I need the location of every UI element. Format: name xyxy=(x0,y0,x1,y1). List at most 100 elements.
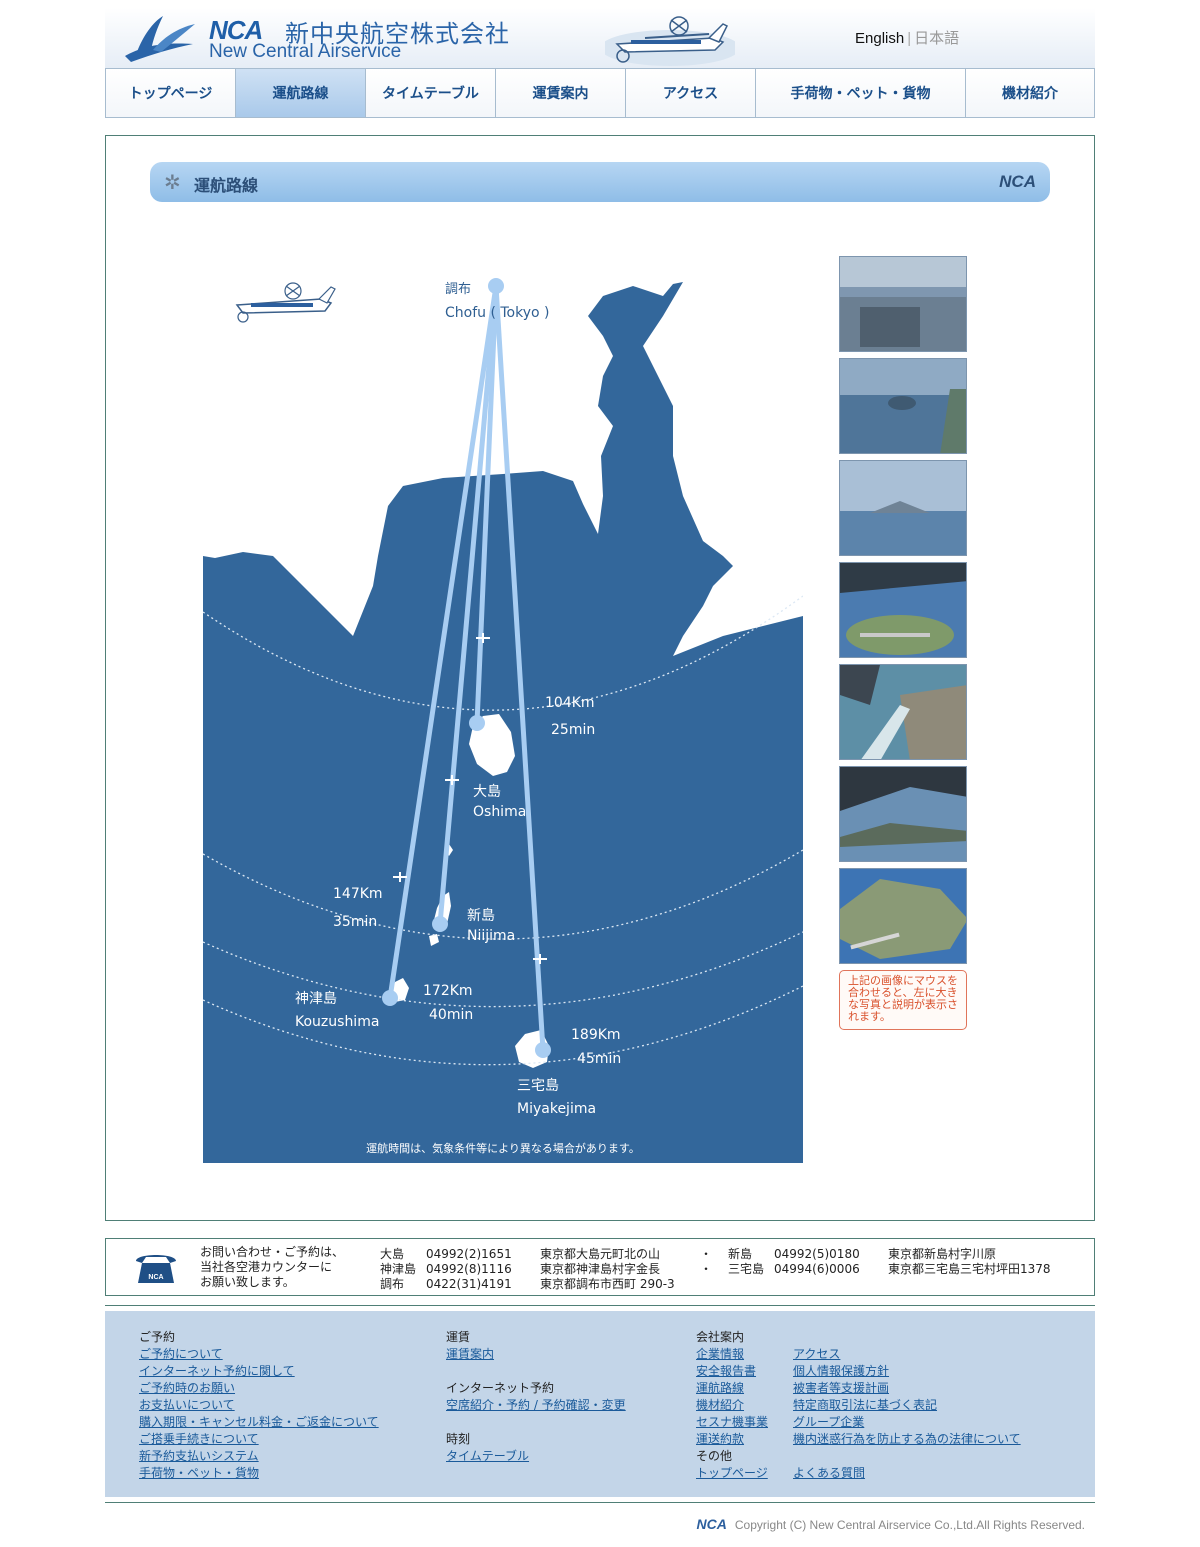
dest-label-jp-oshima: 大島 xyxy=(473,784,501,800)
footer-link[interactable]: よくある質問 xyxy=(793,1466,866,1480)
contact-office: 調布 xyxy=(380,1277,405,1291)
photo-thumbnail[interactable] xyxy=(839,664,967,760)
nav-access[interactable]: アクセス xyxy=(626,69,756,117)
dest-label-jp-niijima: 新島 xyxy=(467,908,495,924)
nav-baggage[interactable]: 手荷物・ペット・貨物 xyxy=(756,69,966,117)
telephone-icon: NCA xyxy=(136,1255,176,1283)
photo-thumbnails: 上記の画像にマウスを合わせると、左に大きな写真と説明が表示されます。 xyxy=(839,256,967,1030)
distance-arc-189 xyxy=(203,985,803,1066)
dest-label-en-miyakejima: Miyakejima xyxy=(517,1101,596,1117)
dest-dot-niijima xyxy=(432,916,448,932)
phone-icon-label: NCA xyxy=(148,1274,163,1281)
footer-link[interactable]: セスナ機事業 xyxy=(696,1415,769,1429)
footer-links: ご予約 ご予約について インターネット予約に関して ご予約時のお願い お支払いに… xyxy=(105,1311,1095,1497)
contact-intro-line: お願い致します。 xyxy=(200,1275,295,1289)
footer-link[interactable]: 新予約支払いシステム xyxy=(139,1449,259,1463)
contact-address: 東京都新島村字川原 xyxy=(888,1247,997,1261)
airplane-illustration-icon xyxy=(605,16,735,66)
footer-link[interactable]: 被害者等支援計画 xyxy=(793,1381,890,1395)
origin-label-en: Chofu ( Tokyo ) xyxy=(445,305,550,321)
bird-logo-icon[interactable] xyxy=(123,12,201,64)
nca-logo-text[interactable]: NCA xyxy=(209,15,263,45)
photo-thumbnail[interactable] xyxy=(839,766,967,862)
nav-routes[interactable]: 運航路線 xyxy=(236,69,366,117)
lang-japanese-link[interactable]: 日本語 xyxy=(914,30,960,47)
contact-box: NCA お問い合わせ・ご予約は、 当社各空港カウンターに お願い致します。 大島… xyxy=(105,1238,1095,1296)
footer-link[interactable]: 手荷物・ペット・貨物 xyxy=(139,1466,260,1480)
page-title: 運航路線 xyxy=(194,176,259,195)
footer-link[interactable]: 安全報告書 xyxy=(696,1364,757,1378)
small-plane-icon xyxy=(533,954,547,964)
photo-thumbnail[interactable] xyxy=(839,562,967,658)
distance-arc-147 xyxy=(203,849,803,940)
footer-link[interactable]: ご予約時のお願い xyxy=(139,1381,236,1395)
footer-link[interactable]: グループ企業 xyxy=(793,1415,865,1429)
photo-thumbnail[interactable] xyxy=(839,256,967,352)
nav-fares[interactable]: 運賃案内 xyxy=(496,69,626,117)
origin-label-jp: 調布 xyxy=(445,282,471,297)
footer-link[interactable]: アクセス xyxy=(793,1347,841,1361)
copyright: NCA Copyright (C) New Central Airservice … xyxy=(697,1516,1085,1532)
footer-link[interactable]: 個人情報保護方針 xyxy=(793,1364,890,1378)
star-icon: ✲ xyxy=(164,170,181,194)
footer-col-company: 会社案内 企業情報 安全報告書 運航路線 機材紹介 セスナ機事業 運送約款 その… xyxy=(696,1329,768,1482)
map-note: 運航時間は、気象条件等により異なる場合があります。 xyxy=(366,1141,640,1155)
contact-address: 東京都三宅島三宅村坪田1378 xyxy=(888,1262,1051,1276)
photo-thumbnail[interactable] xyxy=(839,358,967,454)
contact-intro: お問い合わせ・ご予約は、 当社各空港カウンターに お願い致します。 xyxy=(200,1245,344,1290)
small-plane-icon xyxy=(445,775,459,785)
nav-top-page[interactable]: トップページ xyxy=(106,69,236,117)
contact-office: 新島 xyxy=(728,1247,753,1261)
footer-divider xyxy=(105,1305,1095,1306)
footer-heading: 時刻 xyxy=(446,1432,471,1446)
footer-link[interactable]: 機材紹介 xyxy=(696,1398,745,1412)
contact-tel: 0422(31)4191 xyxy=(426,1277,512,1291)
footer-link[interactable]: 購入期限・キャンセル料金・ご返金について xyxy=(139,1415,379,1429)
nav-aircraft[interactable]: 機材紹介 xyxy=(966,69,1094,117)
airplane-illustration-icon xyxy=(235,282,336,323)
footer-link[interactable]: 運航路線 xyxy=(696,1381,745,1395)
contact-tel: 04994(6)0006 xyxy=(774,1262,860,1276)
photo-thumbnail[interactable] xyxy=(839,460,967,556)
footer-link[interactable]: インターネット予約に関して xyxy=(139,1364,295,1378)
contact-office: 神津島 xyxy=(380,1262,417,1276)
small-plane-icon xyxy=(476,633,490,643)
dest-label-en-kouzushima: Kouzushima xyxy=(295,1014,379,1030)
footer-link[interactable]: お支払いについて xyxy=(139,1398,235,1412)
dest-dot-miyakejima xyxy=(535,1042,551,1058)
contact-bullet: ・ xyxy=(700,1262,713,1276)
page-title-bar: ✲ 運航路線 NCA xyxy=(150,162,1050,202)
footer-link[interactable]: 機内迷惑行為を防止する為の法律について xyxy=(793,1432,1021,1446)
footer-col-company2: アクセス 個人情報保護方針 被害者等支援計画 特定商取引法に基づく表記 グループ… xyxy=(793,1329,1021,1482)
route-distance-kouzushima: 172Km xyxy=(423,983,473,999)
route-line-oshima xyxy=(474,283,499,726)
nca-logo-footer: NCA xyxy=(696,1516,727,1532)
footer-col-reservation: ご予約 ご予約について インターネット予約に関して ご予約時のお願い お支払いに… xyxy=(139,1329,379,1482)
lang-english-link[interactable]: English xyxy=(855,30,905,47)
footer-link[interactable]: 運送約款 xyxy=(696,1432,745,1446)
contact-office: 大島 xyxy=(380,1247,405,1261)
footer-link[interactable]: ご搭乗手続きについて xyxy=(139,1432,259,1446)
footer-link[interactable]: ご予約について xyxy=(139,1347,223,1361)
photo-thumbnail[interactable] xyxy=(839,868,967,964)
route-line-niijima xyxy=(437,283,499,927)
language-switch: English|日本語 xyxy=(855,27,959,48)
footer-link[interactable]: 空席紹介・予約 / 予約確認・変更 xyxy=(446,1398,626,1412)
footer-link[interactable]: タイムテーブル xyxy=(446,1449,530,1463)
copyright-text: Copyright (C) New Central Airservice Co.… xyxy=(734,1518,1085,1532)
footer-link[interactable]: 特定商取引法に基づく表記 xyxy=(793,1398,938,1412)
contact-tel: 04992(8)1116 xyxy=(426,1262,512,1276)
footer-link[interactable]: 運賃案内 xyxy=(446,1347,495,1361)
footer-link[interactable]: トップページ xyxy=(696,1466,768,1480)
thumbnail-hint: 上記の画像にマウスを合わせると、左に大きな写真と説明が表示されます。 xyxy=(839,970,967,1030)
route-distance-oshima: 104Km xyxy=(545,695,595,711)
route-map: 調布 Chofu ( Tokyo ) 104Km 25min 大島 Oshima… xyxy=(203,256,803,1163)
footer-heading: 運賃 xyxy=(446,1330,471,1344)
nav-timetable[interactable]: タイムテーブル xyxy=(366,69,496,117)
route-distance-niijima: 147Km xyxy=(333,886,383,902)
origin-dot xyxy=(488,278,504,294)
main-content: ✲ 運航路線 NCA xyxy=(105,135,1095,1221)
footer-link[interactable]: 企業情報 xyxy=(696,1347,745,1361)
